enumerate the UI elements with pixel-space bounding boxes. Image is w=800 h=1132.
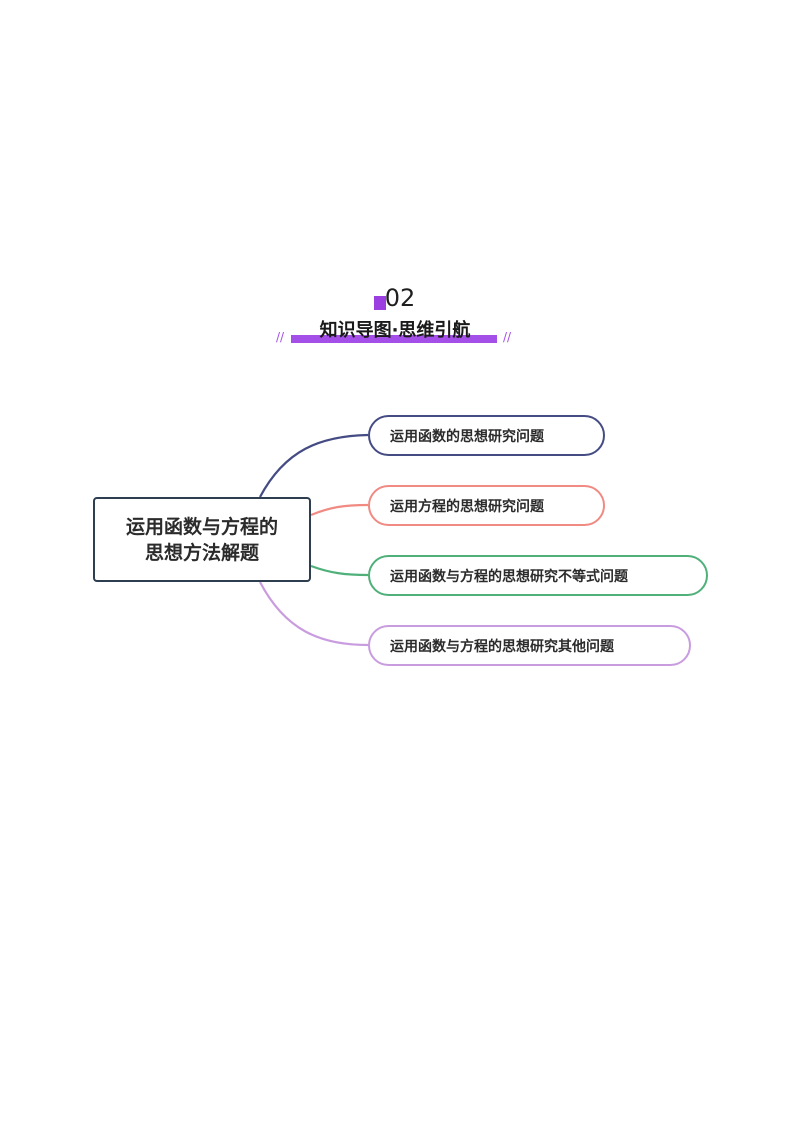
section-number: 02 — [384, 284, 416, 312]
branch-label: 运用函数的思想研究问题 — [390, 428, 544, 445]
title-deco-right: // — [503, 330, 512, 344]
branch-label: 运用函数与方程的思想研究不等式问题 — [390, 568, 628, 585]
connector-2 — [310, 503, 369, 517]
connector-4 — [259, 581, 369, 647]
branch-node-inequality: 运用函数与方程的思想研究不等式问题 — [368, 555, 708, 596]
mindmap-root-node: 运用函数与方程的 思想方法解题 — [93, 497, 311, 582]
branch-label: 运用函数与方程的思想研究其他问题 — [390, 638, 614, 655]
root-title-line-1: 运用函数与方程的 — [125, 515, 278, 538]
branch-node-function: 运用函数的思想研究问题 — [368, 415, 605, 456]
section-number-accent — [374, 296, 386, 310]
section-title-underline — [291, 335, 497, 343]
branch-node-equation: 运用方程的思想研究问题 — [368, 485, 605, 526]
title-deco-left: // — [276, 330, 285, 344]
branch-label: 运用方程的思想研究问题 — [390, 498, 544, 515]
connector-3 — [310, 564, 369, 577]
root-title-line-2: 思想方法解题 — [144, 541, 259, 564]
connector-1 — [259, 433, 369, 498]
section-title: 知识导图·思维引航 — [319, 320, 471, 341]
branch-node-other: 运用函数与方程的思想研究其他问题 — [368, 625, 691, 666]
